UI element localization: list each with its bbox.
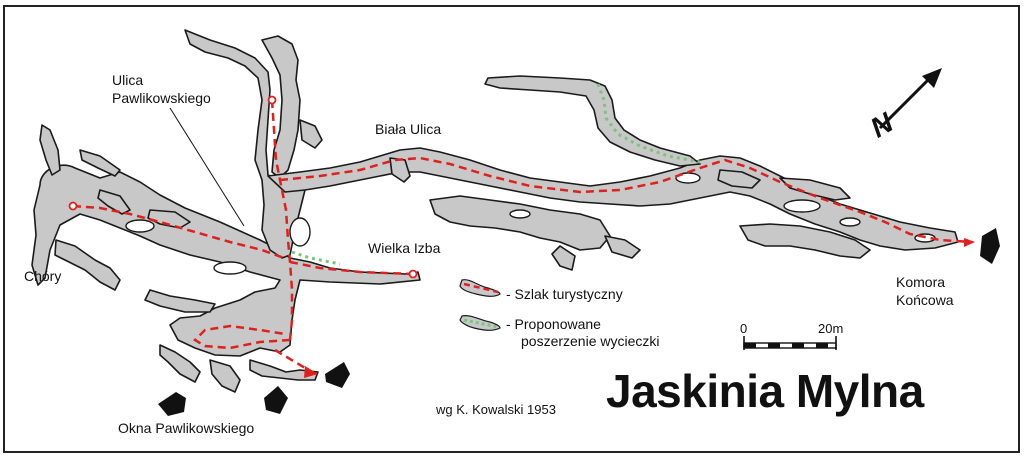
legend-proposed-line1: - Proponowane <box>506 316 601 332</box>
label-wielka-izba: Wielka Izba <box>368 240 441 256</box>
tourist-trail-route <box>72 99 973 374</box>
legend-tourist-trail-label: - Szlak turystyczny <box>506 286 623 302</box>
map-title: Jaskinia Mylna <box>606 365 924 417</box>
trail-exit-arrowhead <box>304 366 318 378</box>
author-credit: wg K. Kowalski 1953 <box>436 402 556 417</box>
map-frame <box>3 5 1020 453</box>
legend-trail-swatch <box>459 279 501 297</box>
cave-passages <box>31 29 959 393</box>
north-arrow-label: N <box>865 106 899 143</box>
label-okna-pawlikowskiego: Okna Pawlikowskiego <box>118 420 255 436</box>
legend-proposed-swatch <box>459 315 501 331</box>
label-ulica-line2: Pawlikowskiego <box>112 90 211 106</box>
trail-entry-arrowhead <box>964 238 975 247</box>
scale-bar-end-label: 20m <box>818 321 844 336</box>
entrance-arrow-right <box>980 228 1000 264</box>
legend-proposed-line2: poszerzenie wycieczki <box>521 333 660 349</box>
scale-bar-start-label: 0 <box>740 321 748 336</box>
label-komora-line2: Końcowa <box>896 292 954 308</box>
north-arrow: N <box>865 68 942 144</box>
label-komora-line1: Komora <box>896 274 946 290</box>
scale-bar <box>743 336 837 350</box>
entrance-markers <box>158 228 1000 416</box>
label-chory: Chóry <box>24 268 62 284</box>
cave-pillars <box>125 172 936 275</box>
ulica-leader-line <box>169 107 245 227</box>
label-biala-ulica: Biała Ulica <box>375 121 442 137</box>
trail-endpoints <box>68 95 418 279</box>
label-ulica-line1: Ulica <box>112 72 144 88</box>
